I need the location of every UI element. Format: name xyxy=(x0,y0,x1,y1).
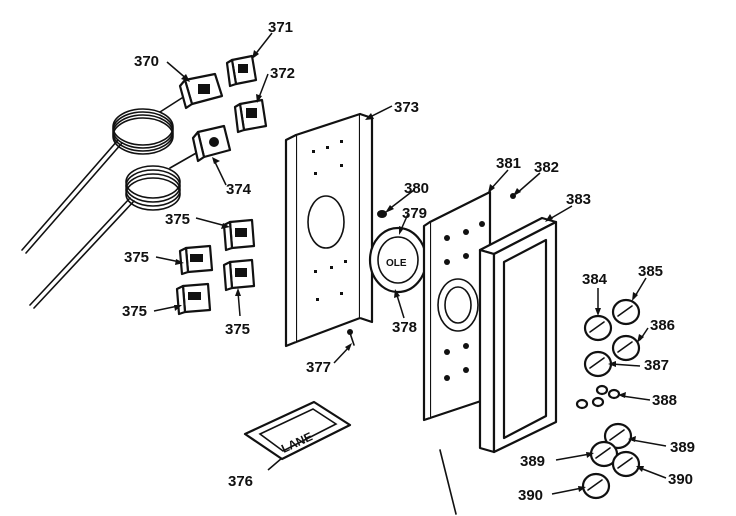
svg-text:OLE: OLE xyxy=(386,258,407,269)
callout-labels: 370 371 372 373 374 375 375 375 375 376 … xyxy=(122,19,695,504)
switch-372 xyxy=(233,98,268,134)
trim-frame-383 xyxy=(478,216,558,454)
knob-390-left xyxy=(581,472,611,500)
thermostat-370-with-capillary xyxy=(21,72,224,254)
switch-375-bottom-left xyxy=(175,282,212,316)
label-386: 386 xyxy=(650,317,675,334)
thermostat-374-with-capillary xyxy=(29,124,232,309)
label-380: 380 xyxy=(404,180,429,197)
label-387: 387 xyxy=(644,357,669,374)
label-376: 376 xyxy=(228,473,253,490)
screw-377 xyxy=(347,329,355,346)
label-389-left: 389 xyxy=(520,453,545,470)
label-390-right: 390 xyxy=(668,471,693,488)
instruction-card-376: LANE xyxy=(243,400,352,461)
knob-384 xyxy=(583,314,613,342)
screw-380 xyxy=(377,210,387,218)
switch-375-lower-right xyxy=(222,258,256,292)
leader-lines xyxy=(153,32,667,495)
label-370: 370 xyxy=(134,53,159,70)
knob-386 xyxy=(611,334,641,362)
knob-387 xyxy=(583,350,613,378)
label-381: 381 xyxy=(496,155,521,172)
label-388: 388 xyxy=(652,392,677,409)
control-panel-381 xyxy=(422,190,492,422)
leader-line xyxy=(439,449,457,515)
label-390-left: 390 xyxy=(518,487,543,504)
clock-timer-378-379: OLE xyxy=(368,226,428,294)
label-385: 385 xyxy=(638,263,663,280)
knob-390-right xyxy=(611,450,641,478)
bushings-388 xyxy=(575,384,621,410)
label-389-right: 389 xyxy=(670,439,695,456)
label-384: 384 xyxy=(582,271,608,288)
knob-389-upper xyxy=(603,422,633,450)
label-377: 377 xyxy=(306,359,331,376)
label-372: 372 xyxy=(270,65,295,82)
label-375-a: 375 xyxy=(165,211,190,228)
label-382: 382 xyxy=(534,159,559,176)
label-378: 378 xyxy=(392,319,417,336)
label-374: 374 xyxy=(226,181,252,198)
label-383: 383 xyxy=(566,191,591,208)
switch-371 xyxy=(225,54,258,88)
label-375-d: 375 xyxy=(225,321,250,338)
switch-375-left xyxy=(178,244,214,276)
label-379: 379 xyxy=(402,205,427,222)
control-bracket-373 xyxy=(284,112,374,348)
knob-385 xyxy=(611,298,641,326)
label-375-c: 375 xyxy=(122,303,147,320)
label-375-b: 375 xyxy=(124,249,149,266)
label-371: 371 xyxy=(268,19,293,36)
switch-375-top-right xyxy=(222,218,256,252)
label-373: 373 xyxy=(394,99,419,116)
